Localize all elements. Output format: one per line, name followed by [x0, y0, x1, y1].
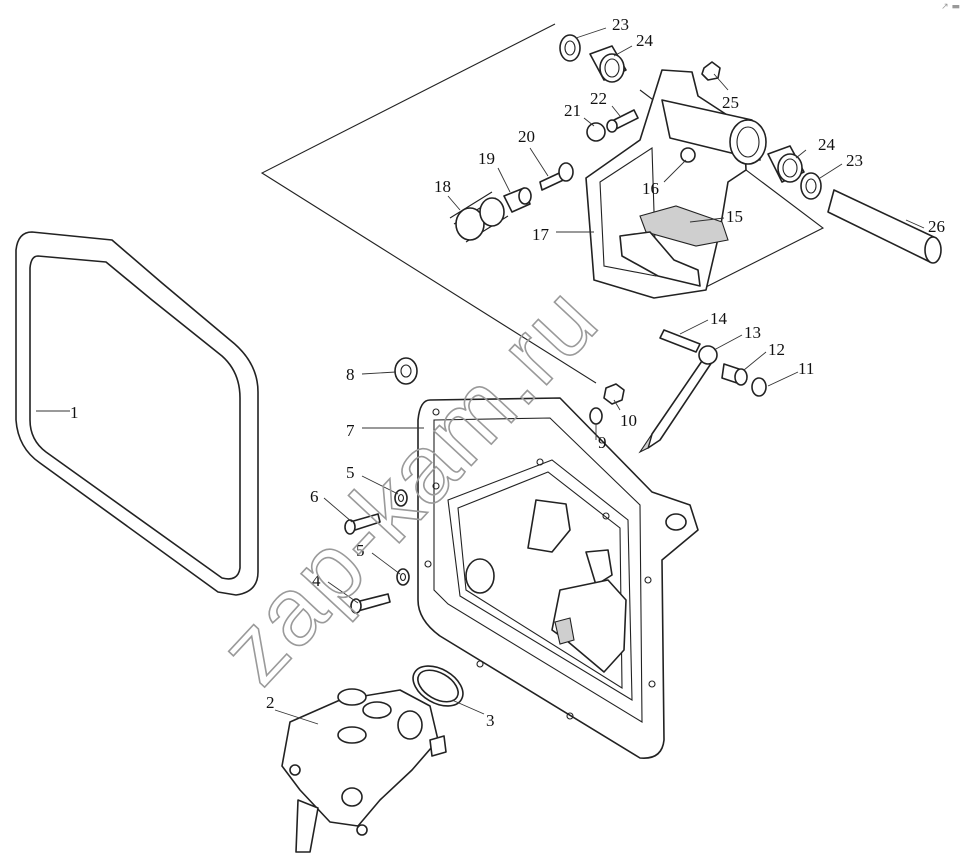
callout-23a: 23: [612, 15, 629, 34]
callout-2: 2: [266, 693, 275, 712]
callout-9: 9: [598, 433, 607, 452]
washer-8-part: [394, 357, 418, 385]
callout-19: 19: [478, 149, 495, 168]
pin-14-part: [659, 329, 701, 353]
callout-7: 7: [346, 421, 355, 440]
callout-10: 10: [620, 411, 637, 430]
spring-18-part: [449, 191, 509, 243]
lever-shaft-part: [638, 345, 718, 454]
callout-18: 18: [434, 177, 451, 196]
callout-21: 21: [564, 101, 581, 120]
callout-25: 25: [722, 93, 739, 112]
ring-23-lower-part: [800, 172, 822, 200]
callout-14: 14: [710, 309, 728, 328]
o-ring-part: [412, 665, 464, 707]
callout-20: 20: [518, 127, 535, 146]
callout-13: 13: [744, 323, 761, 342]
callout-11: 11: [798, 359, 814, 378]
callout-3: 3: [486, 711, 495, 730]
nut-10-part: [603, 383, 625, 405]
ring-23-upper-part: [559, 34, 581, 62]
callout-26: 26: [928, 217, 945, 236]
assembly-plane-outline: [260, 23, 597, 384]
bearing-24-upper-part: [589, 45, 627, 83]
tube-part: [661, 99, 767, 165]
nut-16-part: [680, 147, 696, 163]
callout-6: 6: [310, 487, 319, 506]
ball-21-part: [586, 122, 606, 142]
washer-9-part: [589, 407, 603, 425]
shaft-26-part: [827, 189, 942, 264]
callout-24b: 24: [818, 135, 836, 154]
callout-1: 1: [70, 403, 79, 422]
callout-8: 8: [346, 365, 355, 384]
bushing-12-part: [721, 363, 748, 386]
callout-5b: 5: [356, 541, 365, 560]
bearing-24-lower-part: [767, 145, 805, 183]
plunger-19-part: [503, 187, 532, 213]
callout-24a: 24: [636, 31, 654, 50]
callout-23b: 23: [846, 151, 863, 170]
housing-cover-part: [417, 397, 699, 759]
bolt-6-part: [344, 513, 381, 535]
fork-15-part: [619, 205, 729, 287]
pump-part: [281, 688, 447, 853]
corner-mark: ↗ ▬: [941, 2, 960, 12]
callout-labels: 1 2 3 4 5 5 6 7 8 9 10 11 12 13 14 15 16…: [70, 15, 945, 730]
callout-5a: 5: [346, 463, 355, 482]
pin-20-part: [539, 162, 574, 191]
callout-12: 12: [768, 340, 785, 359]
callout-4: 4: [312, 571, 321, 590]
leader-lines: [36, 27, 925, 725]
ring-11-part: [751, 377, 767, 397]
screw-22-part: [606, 109, 639, 133]
callout-15: 15: [726, 207, 743, 226]
callout-22: 22: [590, 89, 607, 108]
washer-5-lower-part: [396, 568, 410, 586]
callout-17: 17: [532, 225, 550, 244]
bolt-4-part: [350, 593, 391, 614]
gasket-part: [15, 231, 259, 596]
callout-16: 16: [642, 179, 659, 198]
